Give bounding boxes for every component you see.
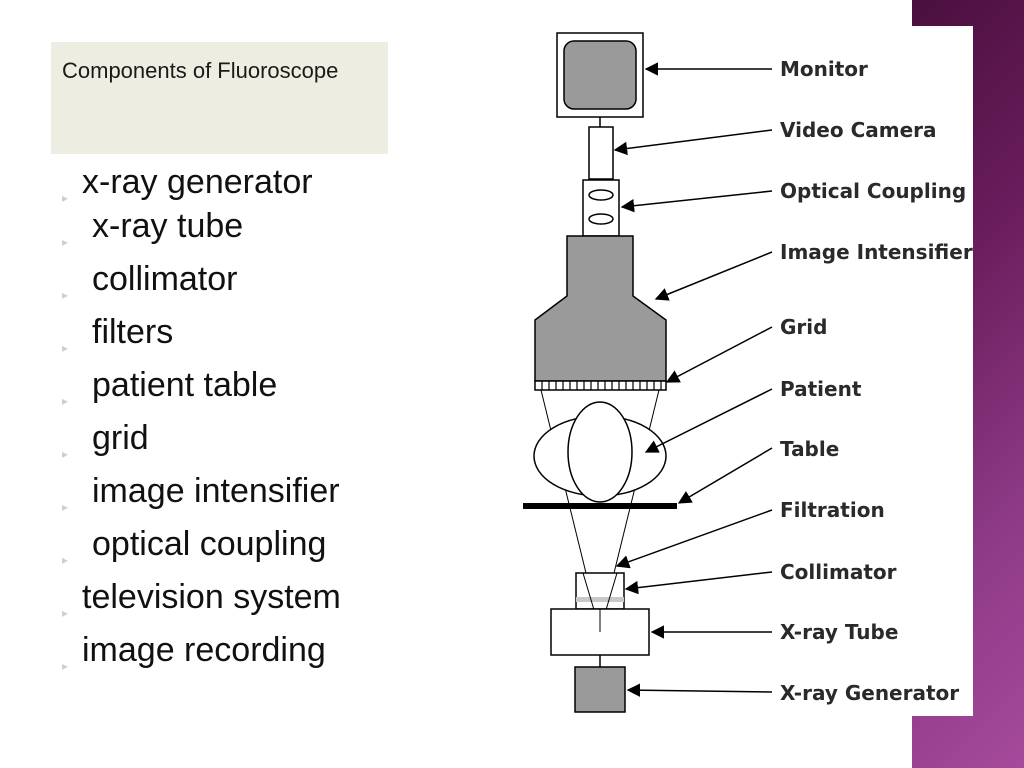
label-xray-generator: X-ray Generator [780,681,959,705]
label-optical-coupling: Optical Coupling [780,179,966,203]
label-collimator: Collimator [780,560,897,584]
image-intensifier-icon [534,235,667,382]
arrow-table [677,447,773,504]
arrow-video-camera [613,129,773,156]
patient-icon [533,401,667,503]
arrow-filtration [615,509,773,569]
slide-title: Components of Fluoroscope [62,58,339,83]
bullet-marker-icon: ▸ [62,553,69,567]
monitor-icon [556,32,644,118]
arrow-xray-generator [626,683,773,697]
grid-icon [534,380,667,391]
bullet-marker-icon: ▸ [62,288,69,302]
arrow-grid [665,326,773,383]
label-grid: Grid [780,315,827,339]
label-filtration: Filtration [780,498,885,522]
table-icon [523,503,677,509]
xray-generator-icon [574,666,626,713]
label-image-intensifier: Image Intensifier [780,240,973,264]
label-arrows [613,62,773,697]
bullet-marker-icon: ▸ [62,341,69,355]
optical-coupling-icon [582,179,620,237]
bullet-marker-icon: ▸ [62,500,69,514]
title-box [51,42,388,154]
label-table: Table [780,437,839,461]
video-camera-icon [588,126,614,180]
label-xray-tube: X-ray Tube [780,620,898,644]
bullet-marker-icon: ▸ [62,447,69,461]
label-monitor: Monitor [780,57,868,81]
label-video-camera: Video Camera [780,118,937,142]
bullet-marker-icon: ▸ [62,394,69,408]
bullet-marker-icon: ▸ [62,235,69,249]
bullet-marker-icon: ▸ [62,606,69,620]
bullet-marker-icon: ▸ [62,659,69,673]
bullet-marker-icon: ▸ [62,191,69,205]
arrow-optical-coupling [620,190,773,213]
arrow-patient [644,388,773,453]
arrow-image-intensifier [654,251,773,301]
collimator-icon [575,572,625,631]
label-patient: Patient [780,377,862,401]
arrow-collimator [624,571,773,595]
